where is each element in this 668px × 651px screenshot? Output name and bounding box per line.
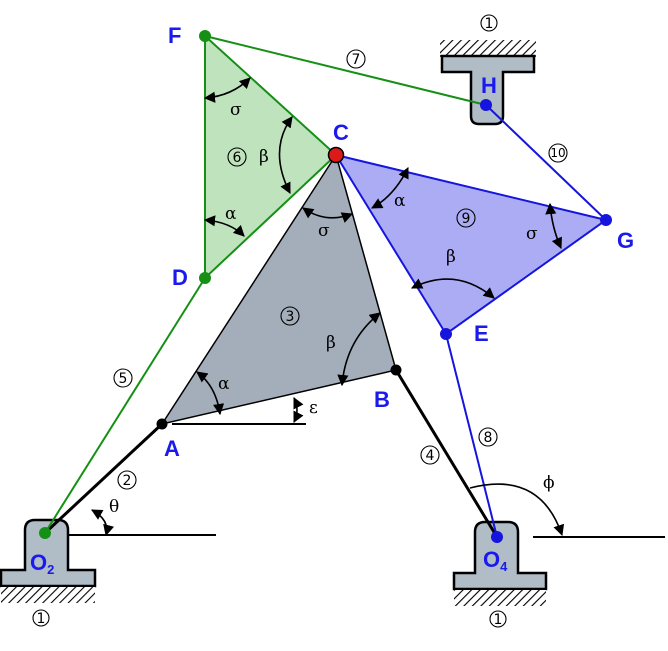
angle-alpha-A: α (218, 374, 230, 394)
label-G: G (617, 228, 634, 253)
label-C: C (333, 120, 349, 145)
label-B: B (374, 387, 390, 412)
link-8 (445, 333, 498, 538)
joint-B (390, 364, 402, 376)
angle-alpha-C: α (394, 191, 406, 211)
angle-sigma-C: σ (318, 221, 330, 241)
svg-text:3: 3 (286, 309, 295, 325)
link-7 (204, 35, 487, 106)
link-2 (43, 422, 164, 535)
link-number-4: 4 (420, 445, 440, 465)
link-number-2: 2 (117, 470, 137, 490)
label-H: H (481, 73, 497, 98)
link-4 (394, 369, 499, 538)
svg-text:7: 7 (352, 52, 361, 68)
joint-D (199, 272, 211, 284)
link-number-ground-right: 1 (489, 610, 507, 628)
angle-sigma-F: σ (230, 100, 242, 120)
svg-text:1: 1 (37, 611, 46, 627)
angle-arcs (91, 77, 565, 537)
angle-beta-6: β (259, 147, 269, 167)
joint-A (156, 418, 168, 430)
svg-text:9: 9 (462, 211, 471, 227)
link-number-3: 3 (280, 306, 300, 326)
link-number-ground-top: 1 (480, 14, 498, 32)
link-number-8: 8 (478, 427, 498, 447)
link-number-7: 7 (346, 49, 366, 69)
svg-text:2: 2 (123, 473, 132, 489)
joint-O4 (491, 531, 503, 543)
ground-top (440, 40, 536, 126)
ground-right (452, 520, 548, 606)
joint-E (440, 328, 452, 340)
joint-H (480, 99, 492, 111)
angle-beta-B: β (326, 333, 336, 353)
svg-text:8: 8 (484, 430, 493, 446)
joint-O2 (39, 527, 51, 539)
svg-text:5: 5 (119, 371, 128, 387)
svg-text:6: 6 (233, 150, 242, 166)
label-O4: O4 (483, 547, 508, 574)
joint-G (600, 214, 612, 226)
svg-text:1: 1 (494, 612, 503, 628)
svg-text:4: 4 (426, 448, 435, 464)
angle-phi: ϕ (543, 473, 555, 493)
label-A: A (164, 436, 180, 461)
svg-text:10: 10 (550, 146, 565, 160)
angle-sigma-G: σ (526, 224, 538, 244)
label-E: E (474, 321, 489, 346)
link-number-9: 9 (456, 208, 476, 228)
link-number-ground-left: 1 (32, 609, 50, 627)
link-number-10: 10 (548, 143, 568, 163)
label-F: F (168, 23, 181, 48)
link-5 (44, 277, 206, 534)
link-10 (485, 104, 607, 221)
link-number-5: 5 (113, 368, 133, 388)
angle-epsilon: ε (309, 398, 318, 418)
link-number-6: 6 (227, 147, 247, 167)
angle-beta-E: β (446, 247, 456, 267)
angle-alpha-D: α (225, 204, 237, 224)
label-O2: O2 (30, 550, 54, 577)
joint-C (327, 146, 345, 164)
label-D: D (172, 265, 188, 290)
svg-text:1: 1 (485, 16, 494, 32)
joint-F (199, 30, 211, 42)
angle-theta: θ (109, 497, 119, 517)
